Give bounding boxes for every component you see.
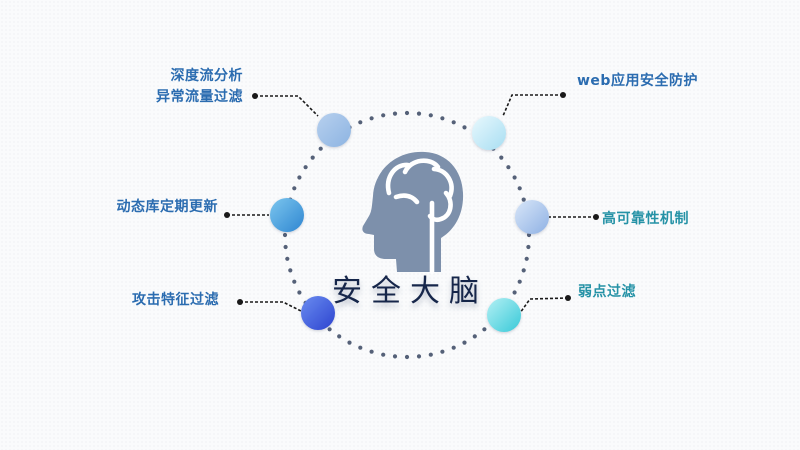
ring-dot: [392, 354, 398, 359]
connector-end-dot: [560, 92, 566, 98]
feature-nodes: [270, 113, 549, 332]
ring-dot: [482, 327, 487, 332]
ring-dot: [285, 256, 290, 261]
ring-dot: [358, 120, 363, 125]
brain-lines: [385, 158, 454, 275]
feature-label: 动态库定期更新: [117, 197, 219, 218]
ring-dot: [440, 116, 445, 121]
ring-dot: [392, 111, 398, 116]
ring-dot: [297, 290, 302, 295]
ring-dot: [462, 125, 467, 130]
ring-dot: [297, 175, 302, 180]
connector-end-dot: [593, 214, 599, 220]
ring-dot: [416, 354, 422, 359]
ring-dot: [288, 268, 293, 273]
ring-dot: [521, 197, 526, 202]
feature-label-line: 弱点过滤: [578, 284, 636, 300]
ring-dot: [517, 186, 522, 191]
feature-label-line: 高可靠性机制: [602, 211, 689, 227]
ring-dot: [512, 175, 517, 180]
connector-line: [240, 301, 302, 312]
feature-label: 弱点过滤: [578, 282, 636, 303]
ring-dot: [318, 146, 323, 151]
feature-label: 攻击特征过滤: [132, 290, 219, 311]
connector-end-dot: [565, 295, 571, 301]
ring-dot: [512, 290, 517, 295]
ring-dot: [526, 232, 532, 238]
ring-dot: [521, 268, 526, 273]
title: 安全大脑: [332, 274, 488, 309]
feature-node: [515, 200, 549, 234]
ring-dot: [369, 349, 374, 354]
ring-dot: [404, 354, 410, 360]
connectors: [224, 92, 599, 314]
ring-dot: [451, 345, 456, 350]
connector-end-dot: [237, 299, 243, 305]
ring-dot: [310, 155, 315, 160]
ring-dot: [428, 113, 433, 118]
feature-label-line: 动态库定期更新: [116, 199, 218, 215]
connector-line: [502, 94, 563, 117]
ring-dot: [381, 113, 386, 118]
ring-dot: [517, 279, 522, 284]
ring-dot: [292, 186, 297, 191]
ring-dot: [472, 334, 477, 339]
feature-label-line: 攻击特征过滤: [132, 292, 219, 308]
ring-dot: [381, 352, 386, 357]
head-brain-icon: [362, 151, 464, 275]
feature-label-line: web应用安全防护: [577, 73, 698, 89]
connector-line: [255, 95, 319, 117]
ring-dot: [358, 345, 363, 350]
feature-node: [487, 298, 521, 332]
ring-dot: [462, 340, 467, 345]
ring-dot: [282, 232, 288, 238]
feature-node: [472, 116, 506, 150]
feature-label: 深度流分析异常流量过滤: [156, 66, 243, 108]
ring-dot: [416, 111, 422, 116]
feature-label: web应用安全防护: [577, 71, 698, 92]
connector-end-dot: [252, 93, 258, 99]
connector-end-dot: [224, 212, 230, 218]
ring-dot: [440, 349, 445, 354]
ring-dot: [526, 244, 531, 250]
connector-line: [519, 297, 569, 314]
feature-label: 高可靠性机制: [602, 209, 689, 230]
feature-label-line: 深度流分析: [170, 68, 243, 84]
ring-dot: [404, 110, 410, 116]
ring-dot: [303, 165, 308, 170]
feature-label-line: 异常流量过滤: [156, 89, 243, 105]
ring-dot: [524, 256, 529, 261]
feature-node: [270, 198, 304, 232]
ring-dot: [428, 352, 433, 357]
ring-dot: [283, 244, 288, 250]
ring-dot: [369, 116, 374, 121]
ring-dot: [327, 327, 332, 332]
feature-node: [317, 113, 351, 147]
ring-dot: [337, 334, 342, 339]
ring-dot: [347, 340, 352, 345]
ring-dot: [506, 165, 511, 170]
ring-dot: [451, 120, 456, 125]
feature-node: [301, 296, 335, 330]
ring-dot: [292, 279, 297, 284]
ring-dot: [499, 155, 504, 160]
